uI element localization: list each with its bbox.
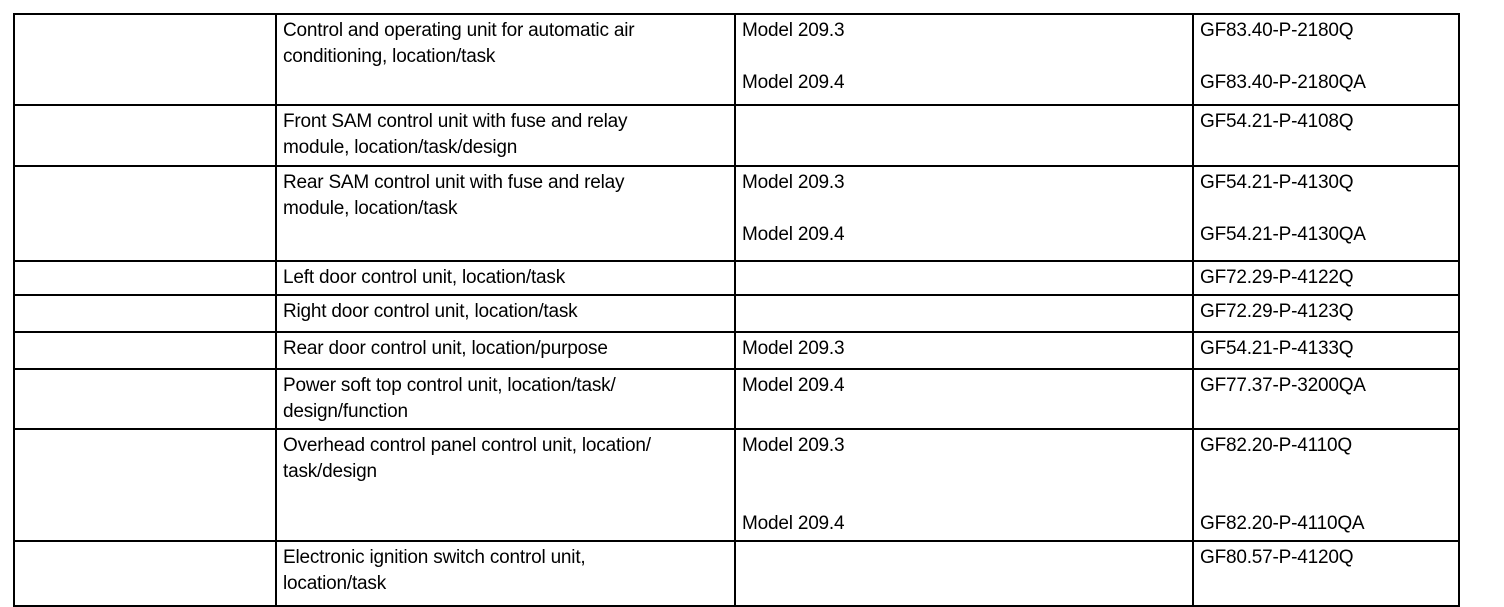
table-row: Power soft top control unit, location/ta… bbox=[13, 368, 1460, 430]
cell-model-text: Model 209.3 bbox=[742, 338, 845, 359]
table-row: Front SAM control unit with fuse and rel… bbox=[13, 104, 1460, 167]
cell-document-number-text: GF83.40-P-2180Q GF83.40-P-2180QA bbox=[1200, 20, 1366, 93]
cell-document-number: GF54.21-P-4130Q GF54.21-P-4130QA bbox=[1192, 165, 1460, 262]
table-row: Rear door control unit, location/purpose… bbox=[13, 331, 1460, 370]
cell-description: Control and operating unit for automatic… bbox=[275, 13, 736, 106]
cell-model: Model 209.3 Model 209.4 bbox=[734, 165, 1194, 262]
cell-document-number: GF54.21-P-4108Q bbox=[1192, 104, 1460, 167]
cell-document-number-text: GF82.20-P-4110Q GF82.20-P-4110QA bbox=[1200, 435, 1365, 534]
cell-blank bbox=[13, 428, 277, 542]
cell-description-text: Electronic ignition switch control unit,… bbox=[283, 547, 586, 594]
cell-document-number: GF83.40-P-2180Q GF83.40-P-2180QA bbox=[1192, 13, 1460, 106]
cell-model: Model 209.3 Model 209.4 bbox=[734, 13, 1194, 106]
cell-blank bbox=[13, 540, 277, 607]
cell-blank bbox=[13, 165, 277, 262]
cell-description-text: Control and operating unit for automatic… bbox=[283, 20, 635, 67]
cell-document-number: GF54.21-P-4133Q bbox=[1192, 331, 1460, 370]
cell-document-number: GF80.57-P-4120Q bbox=[1192, 540, 1460, 607]
cell-model: Model 209.3 Model 209.4 bbox=[734, 428, 1194, 542]
table-row: Overhead control panel control unit, loc… bbox=[13, 428, 1460, 542]
cell-description: Overhead control panel control unit, loc… bbox=[275, 428, 736, 542]
cell-description-text: Left door control unit, location/task bbox=[283, 267, 565, 288]
table-row: Right door control unit, location/task G… bbox=[13, 294, 1460, 333]
cell-blank bbox=[13, 331, 277, 370]
table-row: Rear SAM control unit with fuse and rela… bbox=[13, 165, 1460, 262]
cell-description: Electronic ignition switch control unit,… bbox=[275, 540, 736, 607]
table-row: Control and operating unit for automatic… bbox=[13, 13, 1460, 106]
cell-model-text: Model 209.3 Model 209.4 bbox=[742, 172, 845, 245]
cell-model bbox=[734, 260, 1194, 296]
cell-document-number: GF72.29-P-4122Q bbox=[1192, 260, 1460, 296]
table-body: Control and operating unit for automatic… bbox=[13, 13, 1460, 607]
cell-blank bbox=[13, 13, 277, 106]
table-row: Electronic ignition switch control unit,… bbox=[13, 540, 1460, 607]
cell-description-text: Overhead control panel control unit, loc… bbox=[283, 435, 651, 482]
cell-document-number-text: GF54.21-P-4130Q GF54.21-P-4130QA bbox=[1200, 172, 1366, 245]
cell-document-number: GF82.20-P-4110Q GF82.20-P-4110QA bbox=[1192, 428, 1460, 542]
cell-document-number-text: GF80.57-P-4120Q bbox=[1200, 547, 1354, 568]
cell-description: Left door control unit, location/task bbox=[275, 260, 736, 296]
cell-model-text: Model 209.4 bbox=[742, 375, 845, 396]
cell-document-number-text: GF77.37-P-3200QA bbox=[1200, 375, 1366, 396]
cell-blank bbox=[13, 260, 277, 296]
cell-model: Model 209.4 bbox=[734, 368, 1194, 430]
cell-description: Front SAM control unit with fuse and rel… bbox=[275, 104, 736, 167]
page-canvas: Control and operating unit for automatic… bbox=[13, 13, 1460, 607]
cell-document-number-text: GF72.29-P-4123Q bbox=[1200, 301, 1354, 322]
cell-model: Model 209.3 bbox=[734, 331, 1194, 370]
cell-description-text: Power soft top control unit, location/ta… bbox=[283, 375, 616, 422]
cell-document-number: GF72.29-P-4123Q bbox=[1192, 294, 1460, 333]
cell-model bbox=[734, 540, 1194, 607]
cell-document-number-text: GF54.21-P-4108Q bbox=[1200, 111, 1354, 132]
cell-description-text: Right door control unit, location/task bbox=[283, 301, 578, 322]
cell-document-number: GF77.37-P-3200QA bbox=[1192, 368, 1460, 430]
cell-description-text: Rear door control unit, location/purpose bbox=[283, 338, 608, 359]
cell-blank bbox=[13, 294, 277, 333]
cell-description: Rear SAM control unit with fuse and rela… bbox=[275, 165, 736, 262]
specification-table: Control and operating unit for automatic… bbox=[13, 13, 1460, 607]
cell-model bbox=[734, 294, 1194, 333]
cell-model-text: Model 209.3 Model 209.4 bbox=[742, 20, 845, 93]
cell-blank bbox=[13, 104, 277, 167]
cell-description: Power soft top control unit, location/ta… bbox=[275, 368, 736, 430]
cell-description: Rear door control unit, location/purpose bbox=[275, 331, 736, 370]
cell-model bbox=[734, 104, 1194, 167]
cell-description: Right door control unit, location/task bbox=[275, 294, 736, 333]
cell-model-text: Model 209.3 Model 209.4 bbox=[742, 435, 845, 534]
cell-description-text: Rear SAM control unit with fuse and rela… bbox=[283, 172, 625, 219]
table-row: Left door control unit, location/task GF… bbox=[13, 260, 1460, 296]
cell-description-text: Front SAM control unit with fuse and rel… bbox=[283, 111, 628, 158]
cell-document-number-text: GF54.21-P-4133Q bbox=[1200, 338, 1354, 359]
cell-blank bbox=[13, 368, 277, 430]
cell-document-number-text: GF72.29-P-4122Q bbox=[1200, 267, 1354, 288]
